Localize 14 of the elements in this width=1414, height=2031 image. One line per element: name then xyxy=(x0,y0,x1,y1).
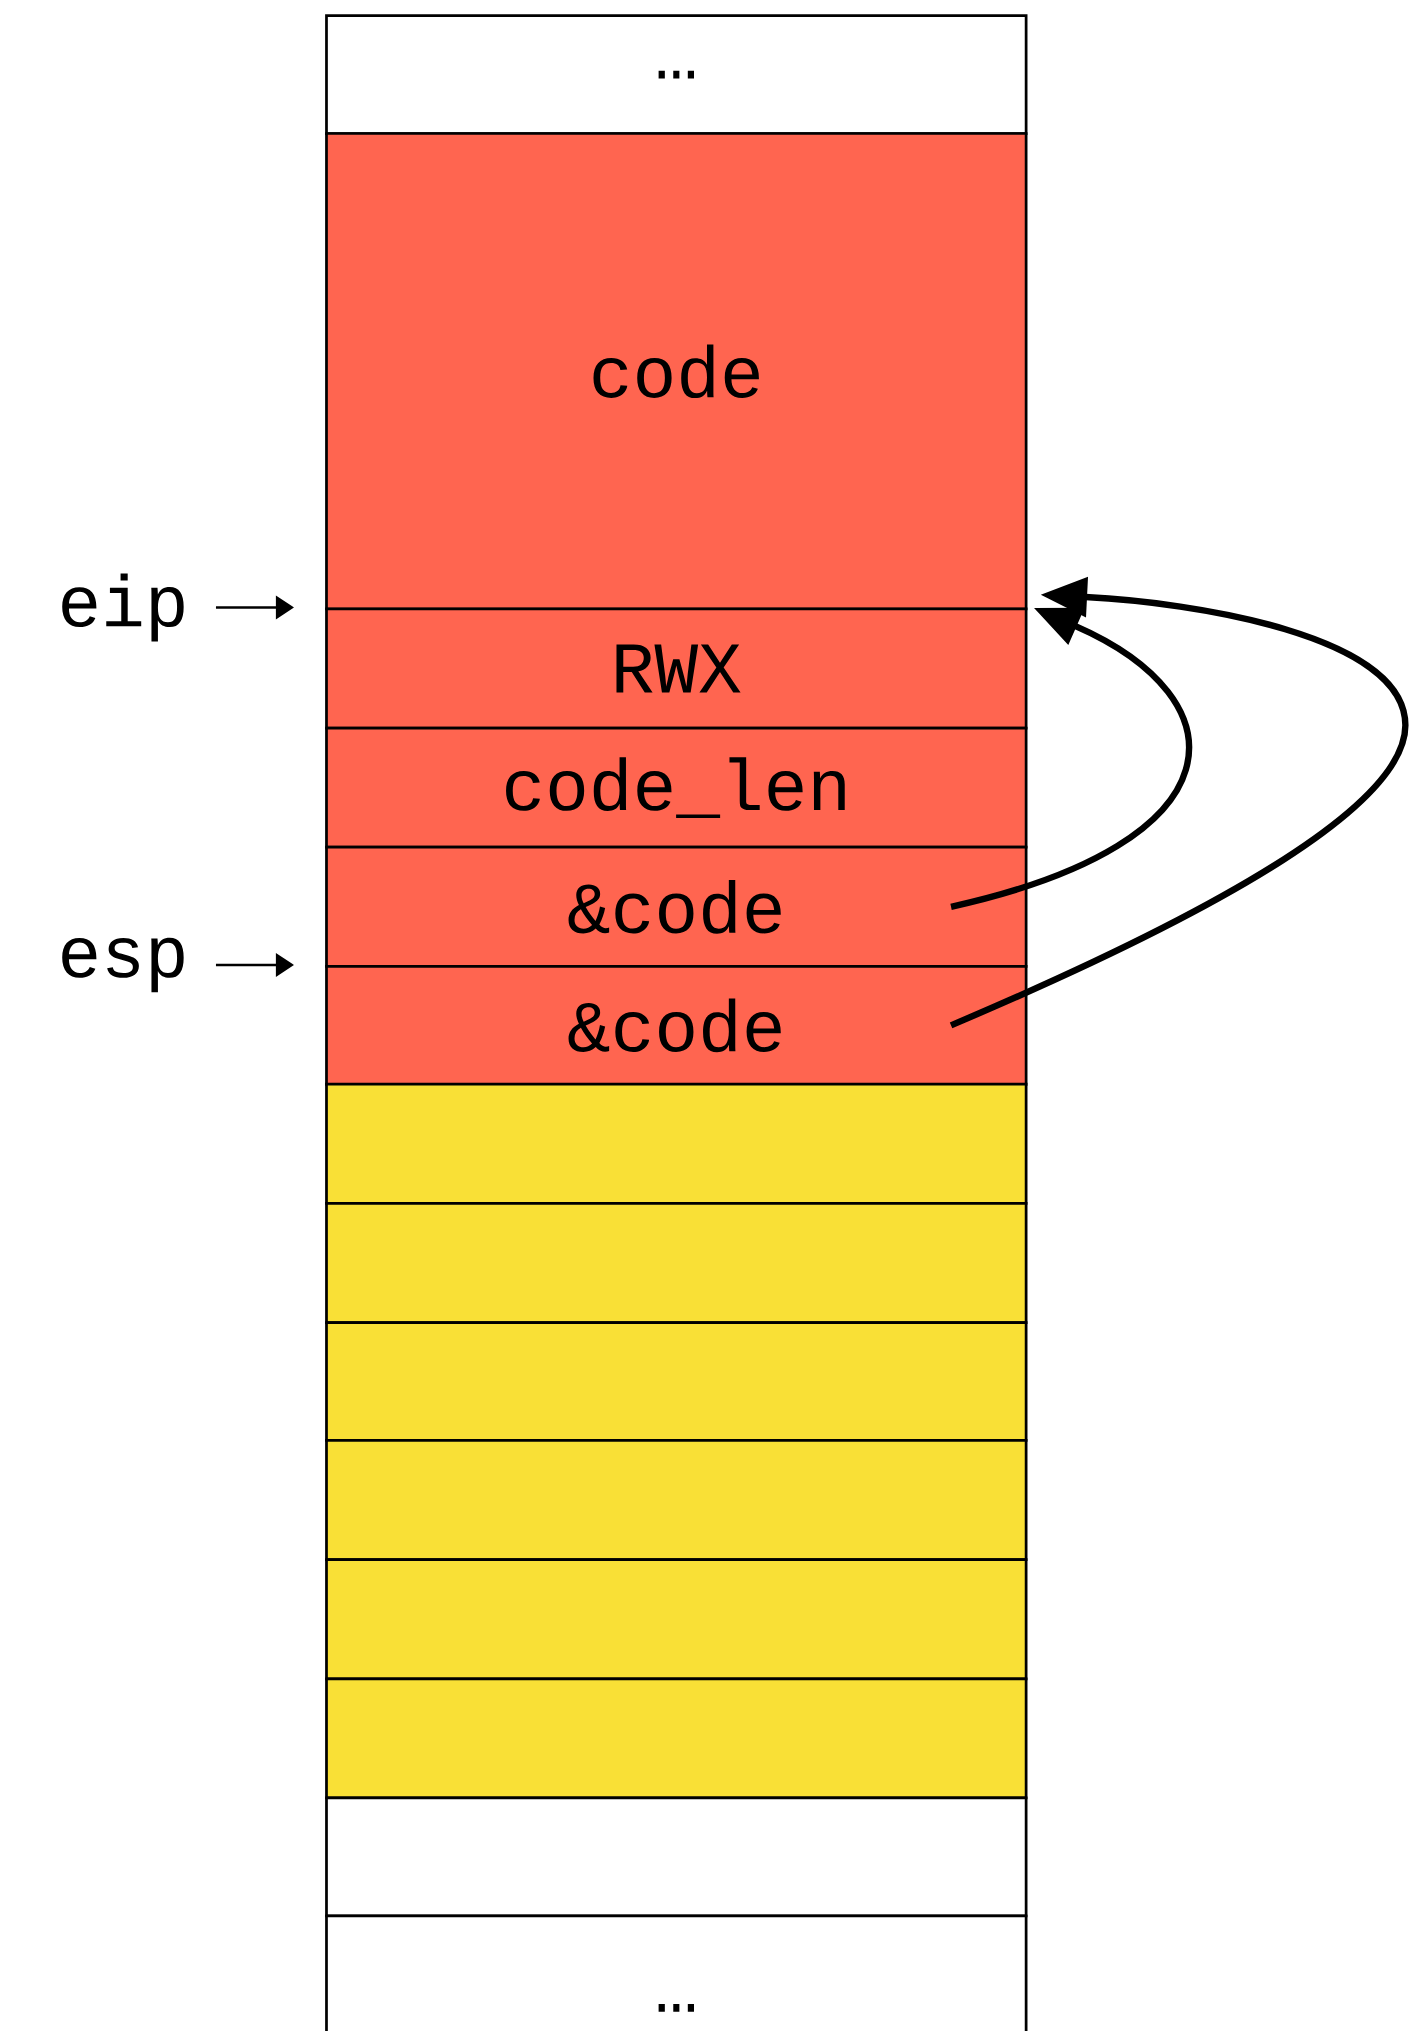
register-label: esp xyxy=(62,937,184,993)
memory-cell: … xyxy=(324,1914,1028,2031)
memory-cell: code_len xyxy=(324,726,1028,849)
memory-cell xyxy=(324,1677,1028,1800)
memory-cell: &code xyxy=(324,965,1028,1086)
memory-cell: … xyxy=(324,14,1028,135)
register-label: eip xyxy=(62,573,184,642)
memory-cell xyxy=(324,1202,1028,1324)
memory-cell xyxy=(324,1321,1028,1442)
memory-cell xyxy=(324,1439,1028,1561)
memory-cell xyxy=(324,1082,1028,1205)
curved-arrow xyxy=(950,607,1192,910)
memory-cell: &code xyxy=(324,845,1028,968)
memory-cell: RWX xyxy=(324,607,1028,730)
